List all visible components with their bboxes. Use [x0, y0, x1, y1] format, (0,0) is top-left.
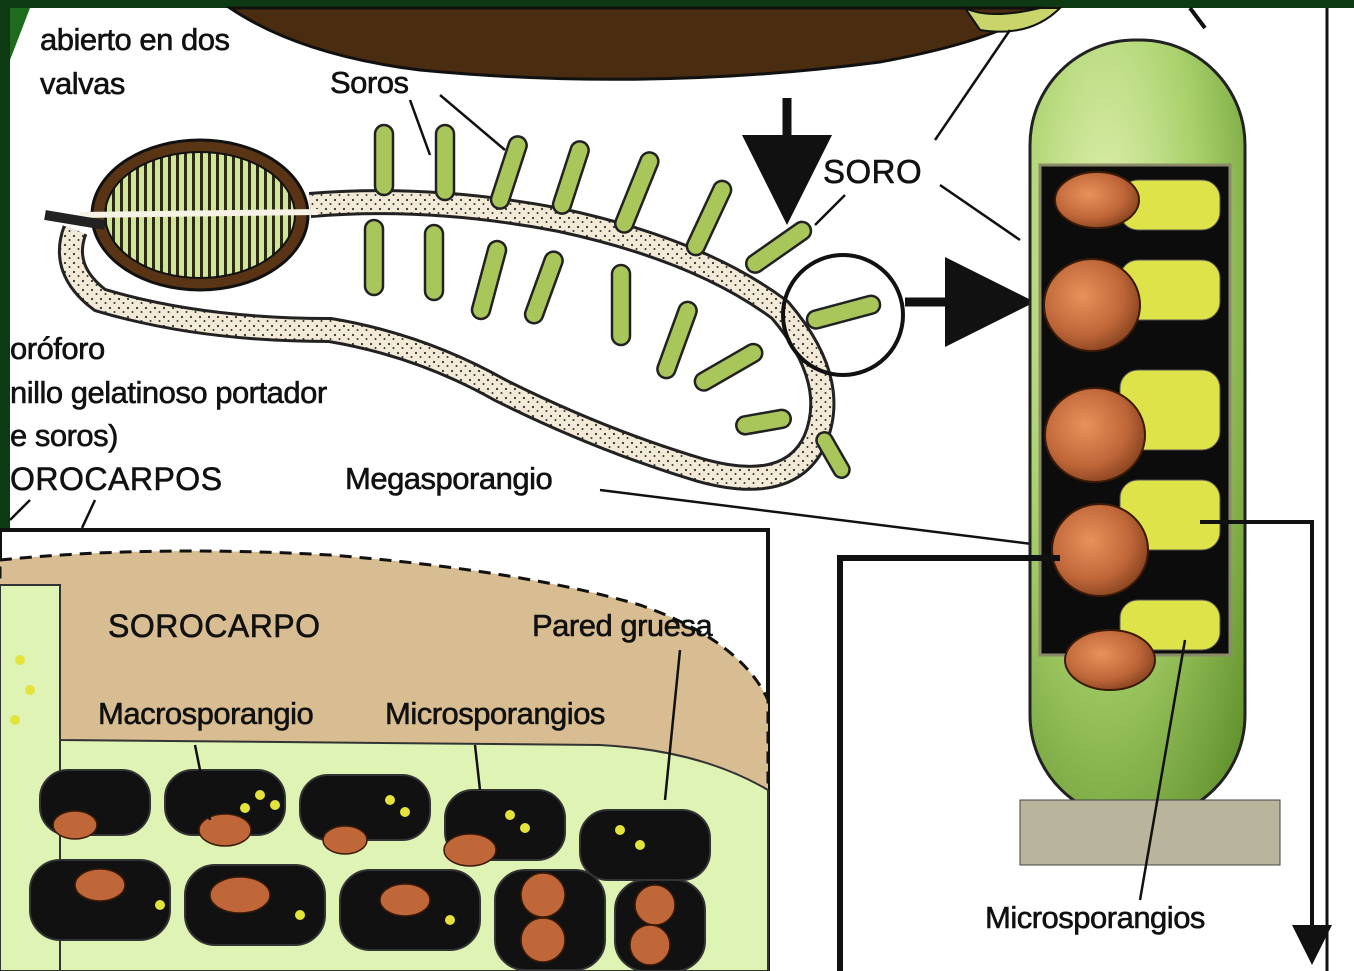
- microspore: [615, 825, 625, 835]
- label-macrosporangio: Macrosporangio: [98, 698, 313, 729]
- label-soros: Soros: [330, 67, 408, 98]
- macrospore: [53, 811, 97, 839]
- megaspore: [1052, 504, 1148, 596]
- microspore: [400, 807, 410, 817]
- microspore: [10, 715, 20, 725]
- label-anillo-line2: e soros): [10, 420, 118, 451]
- microspore: [15, 655, 25, 665]
- sorocarpo-inset: [0, 530, 768, 971]
- label-microsporangios-inset: Microsporangios: [385, 698, 605, 729]
- label-microsporangios-soro: Microsporangios: [985, 902, 1205, 933]
- microspore: [155, 900, 165, 910]
- label-abierto-line2: valvas: [40, 68, 125, 99]
- label-esporoforo: oróforo: [10, 333, 105, 364]
- microspore: [635, 840, 645, 850]
- macrospore: [521, 873, 565, 917]
- megaspore: [1045, 388, 1145, 482]
- microspore: [255, 790, 265, 800]
- microspore: [25, 685, 35, 695]
- soro-capsule: [1020, 40, 1280, 865]
- megaspore: [1055, 172, 1139, 228]
- sorus: [425, 225, 443, 300]
- soro-base-ground: [1020, 800, 1280, 865]
- label-abierto-line1: abierto en dos: [40, 24, 229, 55]
- macrospore: [521, 918, 565, 962]
- macrospore: [444, 834, 496, 866]
- label-megasporangio: Megasporangio: [345, 463, 552, 494]
- macrospore: [630, 925, 670, 965]
- macrospore: [210, 877, 270, 913]
- label-pared-gruesa: Pared gruesa: [532, 610, 712, 641]
- sporangium-chamber: [300, 775, 430, 840]
- microspore: [520, 823, 530, 833]
- label-esporocarpos: OROCARPOS: [10, 463, 223, 495]
- microspore: [385, 795, 395, 805]
- macrospore: [75, 869, 125, 901]
- sorus: [365, 220, 383, 295]
- label-sorocarpo: SOROCARPO: [108, 610, 321, 642]
- microspore: [445, 915, 455, 925]
- microspore: [295, 910, 305, 920]
- sorus: [436, 125, 454, 200]
- megaspore: [1044, 259, 1140, 351]
- macrospore: [635, 885, 675, 925]
- megaspore: [1065, 630, 1155, 690]
- label-anillo-line1: nillo gelatinoso portador: [10, 377, 327, 408]
- microspore: [240, 803, 250, 813]
- macrospore: [323, 826, 367, 854]
- sorus: [375, 125, 393, 195]
- sporocarp-midline: [80, 212, 318, 215]
- label-soro: SORO: [823, 155, 922, 188]
- microspore: [270, 800, 280, 810]
- macrospore: [199, 814, 251, 846]
- sorus: [612, 265, 630, 345]
- macrospore: [380, 884, 430, 916]
- microspore: [505, 810, 515, 820]
